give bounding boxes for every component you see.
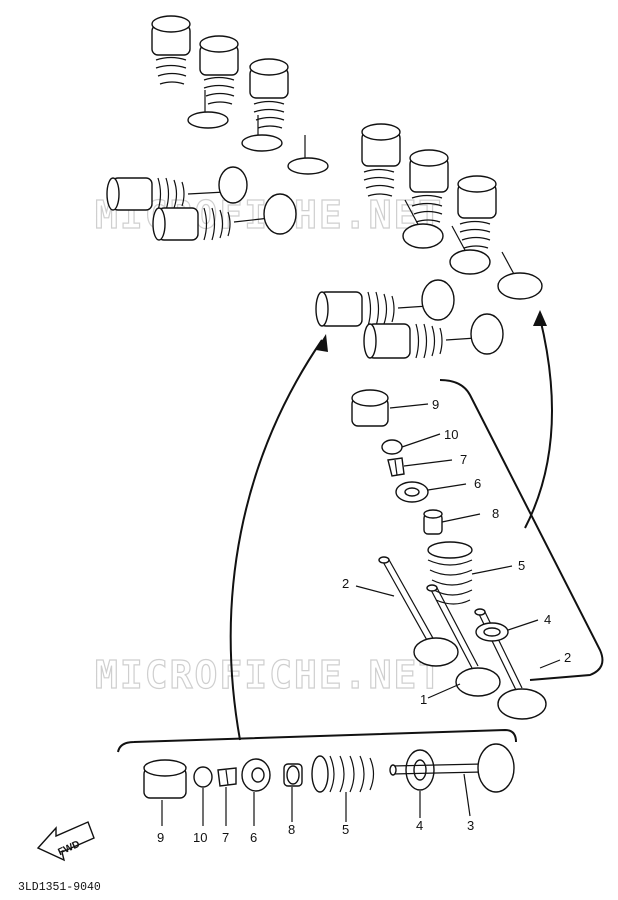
upper-valve-stem-seal — [423, 509, 443, 535]
upper-valve-spring — [427, 541, 473, 605]
callout-upper-5: 5 — [518, 558, 525, 573]
upper-valve-b — [426, 584, 501, 697]
upper-valve-a — [378, 556, 459, 667]
arrow-head-right — [533, 310, 547, 326]
callout-upper-4: 4 — [544, 612, 551, 627]
lower-spring-retainer — [241, 758, 271, 792]
upper-spring-retainer — [395, 481, 429, 503]
lower-valve-seat-ring — [405, 749, 435, 791]
upper-valve-cotter — [387, 457, 405, 477]
upper-adjusting-pad — [381, 439, 403, 455]
arrow-head-left — [316, 334, 328, 352]
valve-assembly-top-right-2 — [409, 149, 491, 275]
part-code: 3LD1351-9040 — [18, 881, 101, 894]
lower-leader-lines — [161, 773, 471, 826]
callout-upper-9: 9 — [432, 397, 439, 412]
valve-assembly-middle-2 — [363, 313, 504, 359]
valve-assembly-top-left-2 — [199, 35, 283, 152]
fwd-arrow-icon: FWD — [36, 821, 95, 862]
valve-assembly-horizontal-2 — [152, 193, 297, 241]
callout-lower-9: 9 — [157, 830, 164, 845]
callout-lower-7: 7 — [222, 830, 229, 845]
lower-valve-stem-seal — [283, 763, 303, 787]
upper-valve-seat-ring — [475, 622, 509, 642]
upper-leader-lines — [355, 403, 561, 699]
assembly-arrow-right — [524, 317, 553, 529]
lower-valve — [389, 743, 515, 793]
callout-lower-10: 10 — [193, 830, 207, 845]
callout-lower-6: 6 — [250, 830, 257, 845]
watermark-bottom: MICROFICHE.NET — [95, 653, 443, 697]
callout-upper-8: 8 — [492, 506, 499, 521]
lower-valve-spring — [311, 755, 375, 793]
valve-assembly-top-right-3 — [457, 175, 543, 300]
callout-lower-8: 8 — [288, 822, 295, 837]
upper-bracket — [439, 379, 604, 681]
valve-assembly-middle-1 — [315, 279, 455, 327]
lower-bracket — [117, 728, 517, 753]
valve-assembly-top-left-1 — [151, 15, 229, 129]
valve-assembly-top-right-1 — [361, 123, 444, 249]
lower-valve-lifter — [143, 759, 187, 799]
valve-assembly-horizontal-1 — [106, 166, 248, 211]
callout-upper-7: 7 — [460, 452, 467, 467]
callout-upper-2a: 2 — [342, 576, 349, 591]
upper-valve-lifter — [351, 389, 389, 427]
lower-valve-cotter — [217, 767, 237, 787]
callout-upper-1: 1 — [420, 692, 427, 707]
valve-assembly-top-left-3 — [249, 58, 329, 175]
callout-lower-4: 4 — [416, 818, 423, 833]
callout-lower-5: 5 — [342, 822, 349, 837]
lower-adjusting-pad — [193, 766, 213, 788]
assembly-arrow-left — [229, 339, 323, 741]
callout-lower-3: 3 — [467, 818, 474, 833]
callout-upper-10: 10 — [444, 427, 458, 442]
callout-upper-6: 6 — [474, 476, 481, 491]
callout-upper-2b: 2 — [564, 650, 571, 665]
